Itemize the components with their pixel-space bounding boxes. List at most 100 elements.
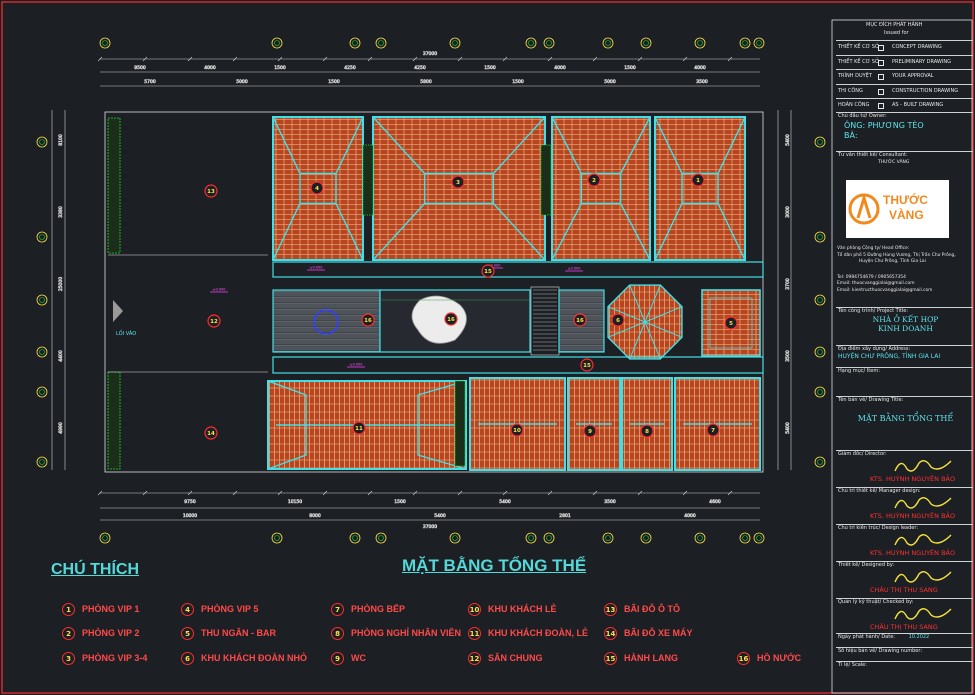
grid-bubble-circle bbox=[36, 294, 48, 306]
dim-tick bbox=[277, 56, 283, 62]
grid-bubble bbox=[694, 532, 706, 544]
legend-label: THU NGÂN - BAR bbox=[201, 628, 276, 638]
grid-bubble bbox=[349, 37, 361, 49]
highlight-circle bbox=[313, 309, 339, 335]
stage-description: PRELIMINARY DRAWING bbox=[892, 58, 951, 65]
signature-name: CHÂU THỊ THU SANG bbox=[870, 586, 938, 594]
room-number-text: 5 bbox=[729, 321, 733, 327]
dim-text: 10000 bbox=[183, 513, 197, 519]
project-title-2: KINH DOANH bbox=[878, 324, 933, 333]
grid-bubble-circle bbox=[694, 532, 706, 544]
grid-bubble-circle bbox=[525, 37, 537, 49]
grid-bubble bbox=[36, 294, 48, 306]
signature-name: KTS. HUỲNH NGUYÊN BẢO bbox=[870, 512, 956, 520]
grid-bubble-circle bbox=[739, 532, 751, 544]
legend-number: 8 bbox=[331, 627, 344, 640]
level-tag-text: ±0.000 bbox=[568, 267, 581, 271]
stage-checkbox[interactable] bbox=[878, 88, 884, 95]
signature-name: KTS. HUỲNH NGUYÊN BẢO bbox=[870, 475, 956, 483]
grid-bubble-circle bbox=[36, 231, 48, 243]
grid-bubble-circle bbox=[602, 532, 614, 544]
grid-bubble-circle bbox=[99, 37, 111, 49]
dim-tick bbox=[142, 56, 148, 62]
grid-bubble-circle bbox=[349, 37, 361, 49]
roof-top bbox=[551, 116, 651, 261]
grid-bubble-inner bbox=[274, 40, 280, 46]
legend-title: CHÚ THÍCH bbox=[51, 561, 139, 578]
legend-label: BÃI ĐỖ XE MÁY bbox=[624, 628, 693, 638]
grid-bubble bbox=[814, 386, 826, 398]
dim-tick bbox=[367, 490, 373, 496]
stage-description: YOUR APPROVAL bbox=[892, 73, 934, 79]
legend-number: 2 bbox=[62, 627, 75, 640]
dim-text: 9500 bbox=[134, 65, 146, 71]
room-number-marker: 3 bbox=[451, 175, 465, 189]
stage-checkbox[interactable] bbox=[878, 74, 884, 80]
legend-number: 3 bbox=[62, 652, 75, 665]
legend-number: 11 bbox=[468, 627, 481, 640]
grid-bubble bbox=[543, 37, 555, 49]
legend-label: PHÒNG VIP 2 bbox=[82, 628, 140, 638]
legend-label: BÃI ĐỖ Ô TÔ bbox=[624, 604, 680, 614]
office-address-2: Huyện Chư Prông, Tỉnh Gia Lai bbox=[859, 259, 926, 264]
room-number-circle bbox=[451, 175, 465, 189]
stage-checkbox[interactable] bbox=[878, 103, 884, 109]
grid-bubble bbox=[36, 231, 48, 243]
roof-top bbox=[654, 116, 746, 261]
logo-ruler-icon bbox=[848, 192, 880, 225]
grid-bubble bbox=[375, 37, 387, 49]
gazebo-ridge bbox=[644, 284, 661, 323]
room-number-text: 9 bbox=[588, 429, 592, 435]
signature-block: Chủ trì thiết kế/ Manager design:KTS. HU… bbox=[836, 487, 973, 523]
owner-name: ÔNG: PHƯƠNG TÈO bbox=[844, 121, 924, 130]
fish-pond bbox=[411, 295, 467, 344]
date-value: 10.2022 bbox=[908, 634, 930, 640]
room-number-marker: 16 bbox=[573, 313, 587, 327]
grid-bubble bbox=[99, 37, 111, 49]
signature-block: Giám đốc/ Director:KTS. HUỲNH NGUYÊN BẢO bbox=[836, 450, 973, 486]
grid-bubble-inner bbox=[742, 535, 748, 541]
room-number-marker: 11 bbox=[352, 421, 366, 435]
dim-tick bbox=[637, 56, 643, 62]
grid-bubble-circle bbox=[36, 456, 48, 468]
gazebo-ridge bbox=[629, 321, 646, 360]
room-number-text: 4 bbox=[315, 186, 319, 192]
dim-tick bbox=[322, 56, 328, 62]
grid-bubble-inner bbox=[39, 297, 45, 303]
legend-number: 9 bbox=[331, 652, 344, 665]
dim-tick bbox=[592, 490, 598, 496]
stage-description: CONSTRUCTION DRAWING bbox=[892, 87, 959, 94]
dim-tick bbox=[97, 490, 103, 496]
stage-checkbox[interactable] bbox=[878, 45, 884, 51]
grid-bubble-inner bbox=[697, 535, 703, 541]
legend-label: PHÒNG VIP 5 bbox=[201, 604, 259, 614]
room-number-text: 16 bbox=[576, 318, 584, 324]
bar-inner bbox=[709, 297, 753, 349]
grid-bubble bbox=[525, 37, 537, 49]
dim-tick bbox=[727, 56, 733, 62]
handwritten-signature bbox=[894, 497, 952, 509]
legend-number: 15 bbox=[604, 652, 617, 665]
legend-label: KHU KHÁCH ĐOÀN, LẺ bbox=[488, 628, 588, 638]
grid-bubble-inner bbox=[756, 40, 762, 46]
stage-checkbox[interactable] bbox=[878, 59, 884, 66]
grid-bubble-circle bbox=[640, 532, 652, 544]
dim-text: 4250 bbox=[414, 65, 426, 71]
grid-bubble-inner bbox=[817, 297, 823, 303]
grid-bubble bbox=[739, 532, 751, 544]
dim-text: 5400 bbox=[785, 134, 791, 146]
roof-ridge bbox=[372, 116, 546, 261]
dim-tick bbox=[187, 490, 193, 496]
room-number-marker: 9 bbox=[583, 424, 597, 438]
corridor-bottom bbox=[272, 356, 764, 374]
dim-tick bbox=[502, 56, 508, 62]
drawing-title-section: Tên bản vẽ/ Drawing Title: MẶT BẰNG TỔNG… bbox=[836, 396, 973, 446]
logo-text-2: VÀNG bbox=[889, 208, 924, 222]
dim-text: 3700 bbox=[785, 278, 791, 290]
grid-bubble-inner bbox=[817, 459, 823, 465]
room-number-circle bbox=[580, 358, 594, 372]
room-number-text: 15 bbox=[484, 269, 492, 275]
